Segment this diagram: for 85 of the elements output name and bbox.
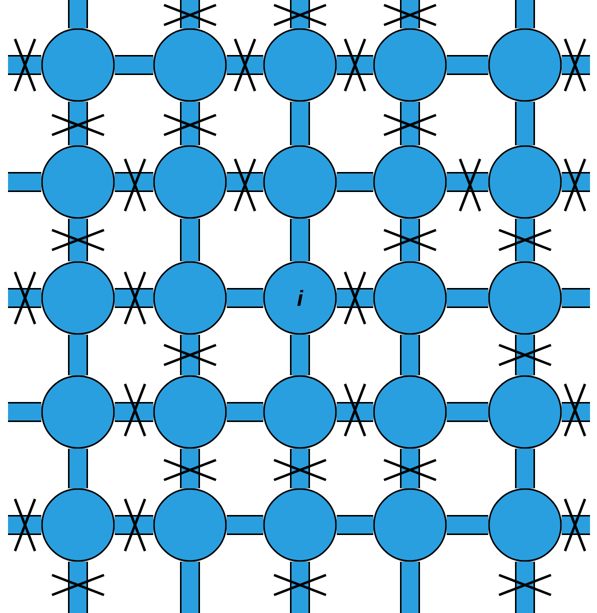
throat — [400, 0, 420, 28]
pore-circle — [153, 28, 227, 102]
throat — [8, 515, 42, 535]
pore-circle — [488, 261, 562, 335]
throat — [400, 448, 420, 488]
pore-circle — [488, 488, 562, 562]
throat — [290, 102, 310, 146]
throat — [336, 288, 374, 308]
throat — [515, 0, 535, 28]
throat — [114, 288, 154, 308]
throat — [290, 334, 310, 376]
throat — [290, 448, 310, 488]
throat — [446, 172, 488, 192]
throat — [8, 55, 42, 75]
throat — [400, 218, 420, 262]
throat — [68, 0, 88, 28]
throat — [8, 402, 42, 422]
throat — [290, 0, 310, 28]
throat — [336, 55, 374, 75]
throat — [180, 562, 200, 613]
throat — [226, 172, 264, 192]
throat — [336, 515, 374, 535]
throat — [180, 0, 200, 28]
throat — [180, 218, 200, 262]
throat — [226, 515, 264, 535]
pore-circle — [41, 261, 115, 335]
throat — [336, 172, 374, 192]
pore-circle — [263, 375, 337, 449]
throat — [446, 288, 488, 308]
throat — [114, 172, 154, 192]
throat — [562, 402, 590, 422]
throat — [290, 218, 310, 262]
throat — [562, 55, 590, 75]
pore-circle — [153, 261, 227, 335]
throat — [68, 334, 88, 376]
labeled-pore: i — [263, 261, 337, 335]
throat — [8, 288, 42, 308]
throat — [515, 334, 535, 376]
throat — [114, 402, 154, 422]
pore-circle — [373, 261, 447, 335]
pore-circle — [41, 488, 115, 562]
throat — [336, 402, 374, 422]
pore-circle — [263, 28, 337, 102]
throat — [114, 55, 154, 75]
pore-circle — [153, 145, 227, 219]
throat — [180, 102, 200, 146]
pore-circle — [373, 375, 447, 449]
throat — [400, 102, 420, 146]
throat — [515, 562, 535, 613]
throat — [290, 562, 310, 613]
throat — [515, 448, 535, 488]
throat — [400, 334, 420, 376]
throat — [446, 55, 488, 75]
pore-circle — [41, 375, 115, 449]
throat — [400, 562, 420, 613]
throat — [446, 515, 488, 535]
pore-circle — [263, 488, 337, 562]
throat — [515, 102, 535, 146]
pore-circle — [263, 145, 337, 219]
throat — [68, 562, 88, 613]
throat — [226, 55, 264, 75]
pore-circle — [373, 145, 447, 219]
throat — [226, 288, 264, 308]
throat — [68, 448, 88, 488]
pore-circle — [41, 28, 115, 102]
pore-circle — [373, 28, 447, 102]
pore-circle — [41, 145, 115, 219]
throat — [562, 288, 590, 308]
throat — [562, 172, 590, 192]
pore-circle — [488, 375, 562, 449]
throat — [562, 515, 590, 535]
pore-circle — [153, 488, 227, 562]
throat — [226, 402, 264, 422]
pore-circle — [373, 488, 447, 562]
throat — [180, 334, 200, 376]
throat — [515, 218, 535, 262]
pore-circle — [153, 375, 227, 449]
throat — [114, 515, 154, 535]
throat — [68, 218, 88, 262]
throat — [68, 102, 88, 146]
pore-circle — [488, 145, 562, 219]
pore-circle — [488, 28, 562, 102]
throat — [8, 172, 42, 192]
throat — [446, 402, 488, 422]
throat — [180, 448, 200, 488]
